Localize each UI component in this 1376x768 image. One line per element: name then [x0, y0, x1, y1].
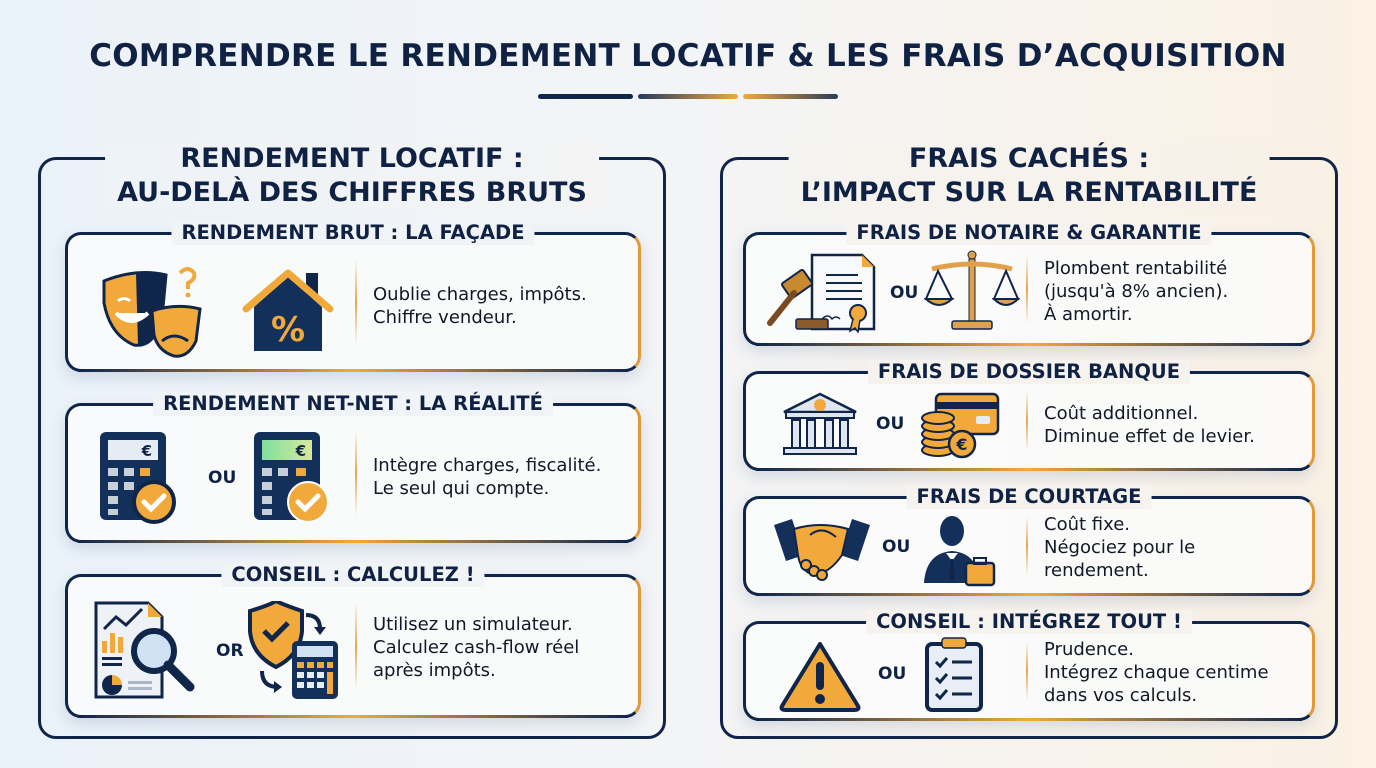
separator-line — [1026, 390, 1028, 452]
card-description: Oublie charges, impôts. Chiffre vendeur. — [373, 284, 587, 328]
card-title: FRAIS DE NOTAIRE & GARANTIE — [846, 221, 1212, 245]
card-description: Utilisez un simulateur. Calculez cash-fl… — [373, 614, 580, 681]
house-percent-icon: % — [242, 269, 334, 351]
calculator-check-icon: € — [100, 432, 176, 524]
separator-line — [1026, 254, 1028, 324]
separator-line — [1026, 515, 1028, 577]
card-title: RENDEMENT BRUT : LA FAÇADE — [171, 221, 535, 245]
page-title: COMPRENDRE LE RENDEMENT LOCATIF & LES FR… — [89, 38, 1287, 74]
card-description: Plombent rentabilité (jusqu'à 8% ancien)… — [1044, 258, 1229, 325]
or-separator: OU — [878, 664, 907, 684]
coins-card-icon: € — [921, 392, 1000, 459]
svg-text:%: % — [271, 310, 305, 350]
bank-icon — [783, 392, 857, 455]
card-frais-notaire: FRAIS DE NOTAIRE & GARANTIE OU Plombent … — [743, 221, 1315, 346]
or-separator: OU — [882, 537, 911, 557]
title-divider — [538, 94, 838, 99]
card-title: CONSEIL : CALCULEZ ! — [221, 563, 485, 587]
calculator-check-green-icon: € — [254, 432, 329, 523]
card-rendement-net-net: RENDEMENT NET-NET : LA RÉALITÉ € OU € In… — [65, 392, 641, 543]
card-description: Coût fixe. Négociez pour le rendement. — [1044, 514, 1196, 581]
separator-line — [355, 259, 357, 345]
svg-text:€: € — [955, 435, 967, 454]
or-separator: OU — [890, 283, 919, 303]
theater-masks-icon — [102, 267, 202, 358]
svg-text:€: € — [295, 442, 306, 460]
checklist-clipboard-icon — [925, 637, 983, 712]
card-conseil-integrez: CONSEIL : INTÉGREZ TOUT ! OU Prudence. I… — [743, 610, 1315, 721]
warning-icon — [779, 642, 861, 712]
card-title: CONSEIL : INTÉGREZ TOUT ! — [866, 610, 1192, 634]
report-magnifier-icon — [94, 601, 195, 699]
separator-line — [1026, 640, 1028, 702]
separator-line — [355, 601, 357, 691]
panel-title: RENDEMENT LOCATIF : AU-DELÀ DES CHIFFRES… — [105, 142, 599, 210]
card-title: FRAIS DE DOSSIER BANQUE — [867, 360, 1191, 384]
scales-icon — [924, 250, 1020, 330]
separator-line — [355, 430, 357, 516]
panel-title: FRAIS CACHÉS : L’IMPACT SUR LA RENTABILI… — [788, 142, 1270, 210]
card-description: Intègre charges, fiscalité. Le seul qui … — [373, 455, 602, 499]
card-description: Coût additionnel. Diminue effet de levie… — [1044, 403, 1255, 447]
card-rendement-brut: RENDEMENT BRUT : LA FAÇADE % Oublie char… — [65, 221, 641, 372]
card-frais-courtage: FRAIS DE COURTAGE OU Coût fixe. Négociez… — [743, 485, 1315, 596]
broker-briefcase-icon — [924, 516, 996, 587]
card-description: Prudence. Intégrez chaque centime dans v… — [1044, 639, 1269, 706]
card-frais-dossier-banque: FRAIS DE DOSSIER BANQUE OU € Coût additi… — [743, 360, 1315, 471]
svg-text:€: € — [141, 442, 152, 460]
card-title: RENDEMENT NET-NET : LA RÉALITÉ — [153, 392, 553, 416]
shield-calculator-icon — [248, 601, 338, 699]
card-title: FRAIS DE COURTAGE — [906, 485, 1152, 509]
or-separator: OR — [216, 641, 244, 661]
or-separator: OU — [876, 414, 905, 434]
rendement-locatif-panel: RENDEMENT LOCATIF : AU-DELÀ DES CHIFFRES… — [38, 142, 666, 739]
card-conseil-calculez: CONSEIL : CALCULEZ ! OR Utilisez un simu… — [65, 563, 641, 718]
gavel-document-icon — [767, 253, 876, 333]
or-separator: OU — [208, 468, 237, 488]
handshake-icon — [774, 519, 870, 581]
frais-caches-panel: FRAIS CACHÉS : L’IMPACT SUR LA RENTABILI… — [720, 142, 1338, 739]
